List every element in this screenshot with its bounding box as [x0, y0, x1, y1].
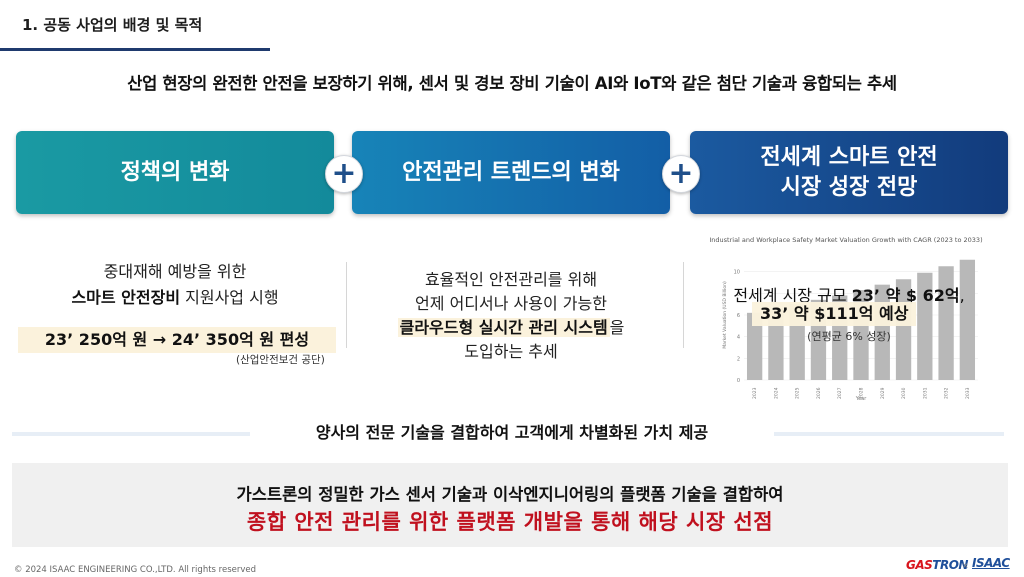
plus-icon: +	[325, 155, 363, 193]
card-label: 정책의 변화	[120, 159, 230, 185]
cagr-note: (연평균 6% 성장)	[807, 330, 891, 343]
market-size-2033: 33’ 약 $111억 예상	[752, 302, 917, 326]
chart-xtick-label: 2025	[795, 387, 801, 399]
chart-bar	[917, 272, 933, 380]
chart-bar	[959, 259, 976, 380]
gastron-logo-tron: TRON	[932, 558, 968, 572]
copyright-text: © 2024 ISAAC ENGINEERING CO.,LTD. All ri…	[14, 565, 257, 575]
chart-xtick-label: 2024	[773, 387, 779, 399]
chart-ytick-label: 4	[737, 335, 740, 341]
chart-xtick-label: 2026	[816, 387, 822, 399]
market-size-comma: ,	[959, 286, 965, 305]
chart-bar	[768, 308, 784, 380]
headline: 산업 현장의 완전한 안전을 보장하기 위해, 센서 및 경보 장비 기술이 A…	[127, 74, 897, 93]
trend-text-rest: 을	[609, 318, 625, 337]
card-label: 안전관리 트렌드의 변화	[402, 159, 620, 185]
market-size-prefix: 전세계 시장 규모	[733, 286, 852, 305]
chart-ytick-label: 8	[737, 291, 740, 297]
card-market-outlook: 전세계 스마트 안전 시장 성장 전망	[690, 131, 1008, 214]
trend-text-line2: 언제 어디서나 사용이 가능한	[415, 294, 607, 313]
conclusion-box	[12, 463, 1008, 547]
plus-icon: +	[662, 155, 700, 193]
column-divider	[346, 262, 347, 348]
isaac-logo: ISAAC	[972, 556, 1010, 570]
section-title: 1. 공동 사업의 배경 및 목적	[22, 16, 203, 34]
chart-xtick-label: 2031	[922, 387, 928, 399]
chart-xtick-label: 2028	[859, 387, 865, 399]
chart-xtick-label: 2023	[752, 387, 758, 399]
gastron-logo: GASTRON	[906, 558, 968, 572]
conclusion-line2: 종합 안전 관리를 위한 플랫폼 개발을 통해 해당 시장 선점	[246, 510, 774, 534]
chart-x-axis-label: Year	[855, 396, 868, 402]
chart-bar	[938, 266, 954, 380]
chart-ytick-label: 0	[737, 378, 740, 384]
chart-y-axis-label: Market Valuation (USD Billion)	[722, 281, 728, 349]
chart-xtick-label: 2030	[901, 387, 907, 399]
cloud-system-highlight: 클라우드형 실시간 관리 시스템	[397, 318, 610, 337]
policy-text-line1: 중대재해 예방을 위한	[103, 262, 247, 281]
trend-text-line1: 효율적인 안전관리를 위해	[424, 270, 598, 289]
chart-xtick-label: 2027	[837, 387, 843, 399]
conclusion-line1: 가스트론의 정밀한 가스 센서 기술과 이삭엔지니어링의 플랫폼 기술을 결합하…	[236, 485, 784, 504]
chart-bar	[746, 312, 763, 380]
gastron-logo-gas: GAS	[906, 558, 933, 572]
budget-highlight: 23’ 250억 원 → 24’ 350억 원 편성	[18, 327, 336, 353]
column-divider	[683, 262, 684, 348]
market-size-2023: 23’ 약 $ 62억	[851, 286, 960, 305]
card-safety-trend: 안전관리 트렌드의 변화	[352, 131, 670, 214]
chart-xtick-label: 2033	[965, 387, 971, 399]
policy-keyword: 스마트 안전장비	[71, 288, 181, 307]
chart-title: Industrial and Workplace Safety Market V…	[709, 236, 983, 244]
logo-separator: ×	[962, 561, 969, 570]
chart-xtick-label: 2029	[880, 387, 886, 399]
value-banner: 양사의 전문 기술을 결합하여 고객에게 차별화된 가치 제공	[250, 421, 774, 445]
chart-ytick-label: 2	[737, 356, 740, 362]
trend-text-line4: 도입하는 추세	[464, 342, 558, 361]
policy-text-line2: 스마트 안전장비 지원사업 시행	[16, 284, 334, 308]
chart-ytick-label: 10	[734, 270, 740, 276]
card-policy-change: 정책의 변화	[16, 131, 334, 214]
title-underline	[0, 48, 270, 51]
chart-ytick-label: 6	[737, 313, 740, 319]
card-label: 전세계 스마트 안전 시장 성장 전망	[760, 144, 938, 200]
market-size-line1: 전세계 시장 규모 23’ 약 $ 62억,	[690, 282, 1008, 306]
chart-xtick-label: 2032	[944, 387, 950, 399]
policy-text-rest: 지원사업 시행	[180, 288, 279, 307]
source-note: (산업안전보건 공단)	[236, 354, 325, 366]
